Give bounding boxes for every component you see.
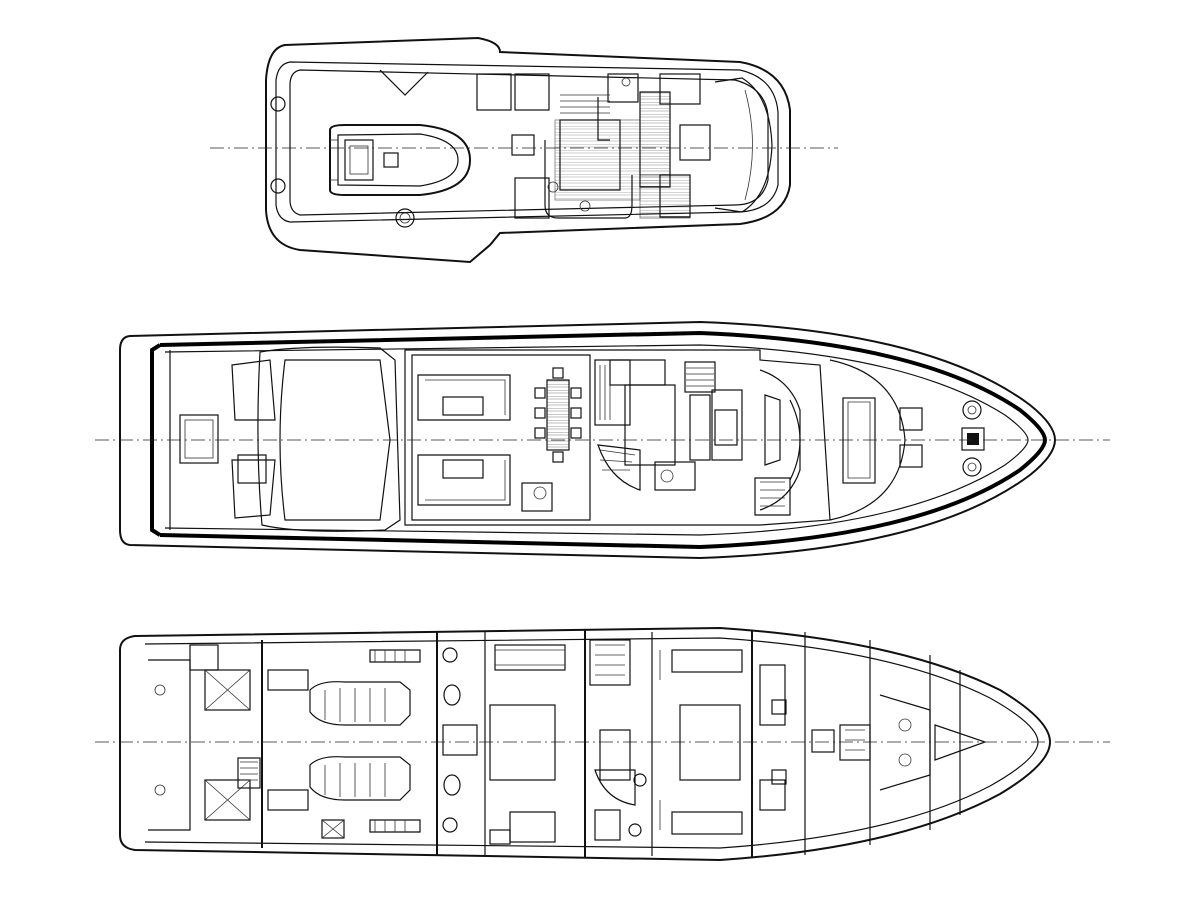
toilet-icon bbox=[442, 817, 458, 833]
lower-deck-plan bbox=[95, 626, 1110, 862]
hatch-icon bbox=[395, 208, 415, 228]
flybridge-plan bbox=[210, 36, 838, 264]
dining-table bbox=[534, 367, 582, 463]
guest-berth bbox=[679, 704, 741, 781]
tender-rib bbox=[329, 124, 472, 196]
flybridge-outline bbox=[265, 36, 791, 264]
engine-room bbox=[267, 649, 421, 839]
windlass-icon bbox=[962, 457, 982, 477]
windlass-icon bbox=[962, 400, 982, 420]
main-deck-hull-outline bbox=[119, 320, 1057, 560]
toilet-icon bbox=[442, 647, 458, 663]
guest-berth bbox=[489, 704, 556, 781]
winch-icon bbox=[270, 178, 286, 194]
lower-deck-hull-outline bbox=[119, 626, 1052, 862]
winch-icon bbox=[270, 96, 286, 112]
main-deck-plan bbox=[95, 320, 1110, 560]
